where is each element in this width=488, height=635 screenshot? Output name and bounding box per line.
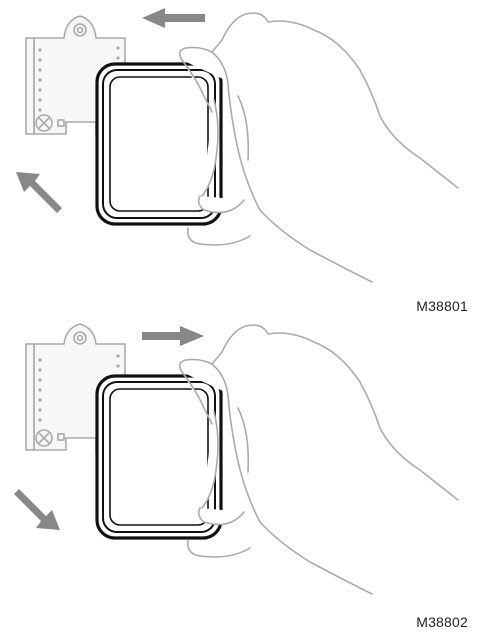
figure-label: M38801 <box>416 298 468 314</box>
figure-drawing <box>14 323 459 595</box>
screw-icon <box>35 429 53 447</box>
right-arrow-icon <box>142 326 204 346</box>
thermostat <box>95 62 223 226</box>
hand <box>178 12 459 283</box>
screw-icon <box>35 114 53 132</box>
up-left-arrow-icon <box>16 172 62 213</box>
figure-attach-thermostat: M38802 <box>0 318 488 635</box>
figure-drawing <box>16 8 459 283</box>
down-right-arrow-icon <box>14 489 60 530</box>
figure-label: M38802 <box>416 614 468 630</box>
left-arrow-icon <box>142 8 205 28</box>
hand <box>178 324 459 595</box>
figure-remove-thermostat: M38801 <box>0 0 488 317</box>
